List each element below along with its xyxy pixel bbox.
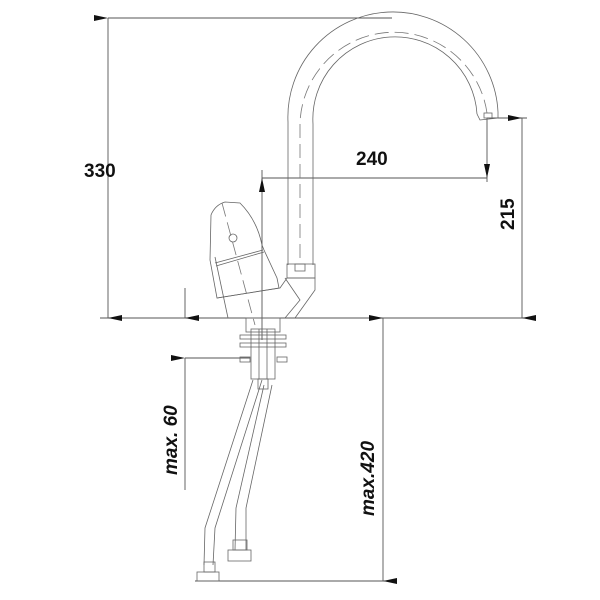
dimension-label-max-420: max.420 [358,441,379,516]
spout [286,11,499,279]
faucet-body [214,256,316,319]
mounting-hardware [239,317,288,390]
dimension-label-330: 330 [84,161,116,182]
dimension-label-240: 240 [356,149,388,170]
supply-hoses [196,379,273,582]
dimension-label-215: 215 [498,198,519,230]
extension-lines [100,17,527,582]
lever-handle [209,201,280,326]
dimension-label-max-60: max. 60 [161,405,182,475]
